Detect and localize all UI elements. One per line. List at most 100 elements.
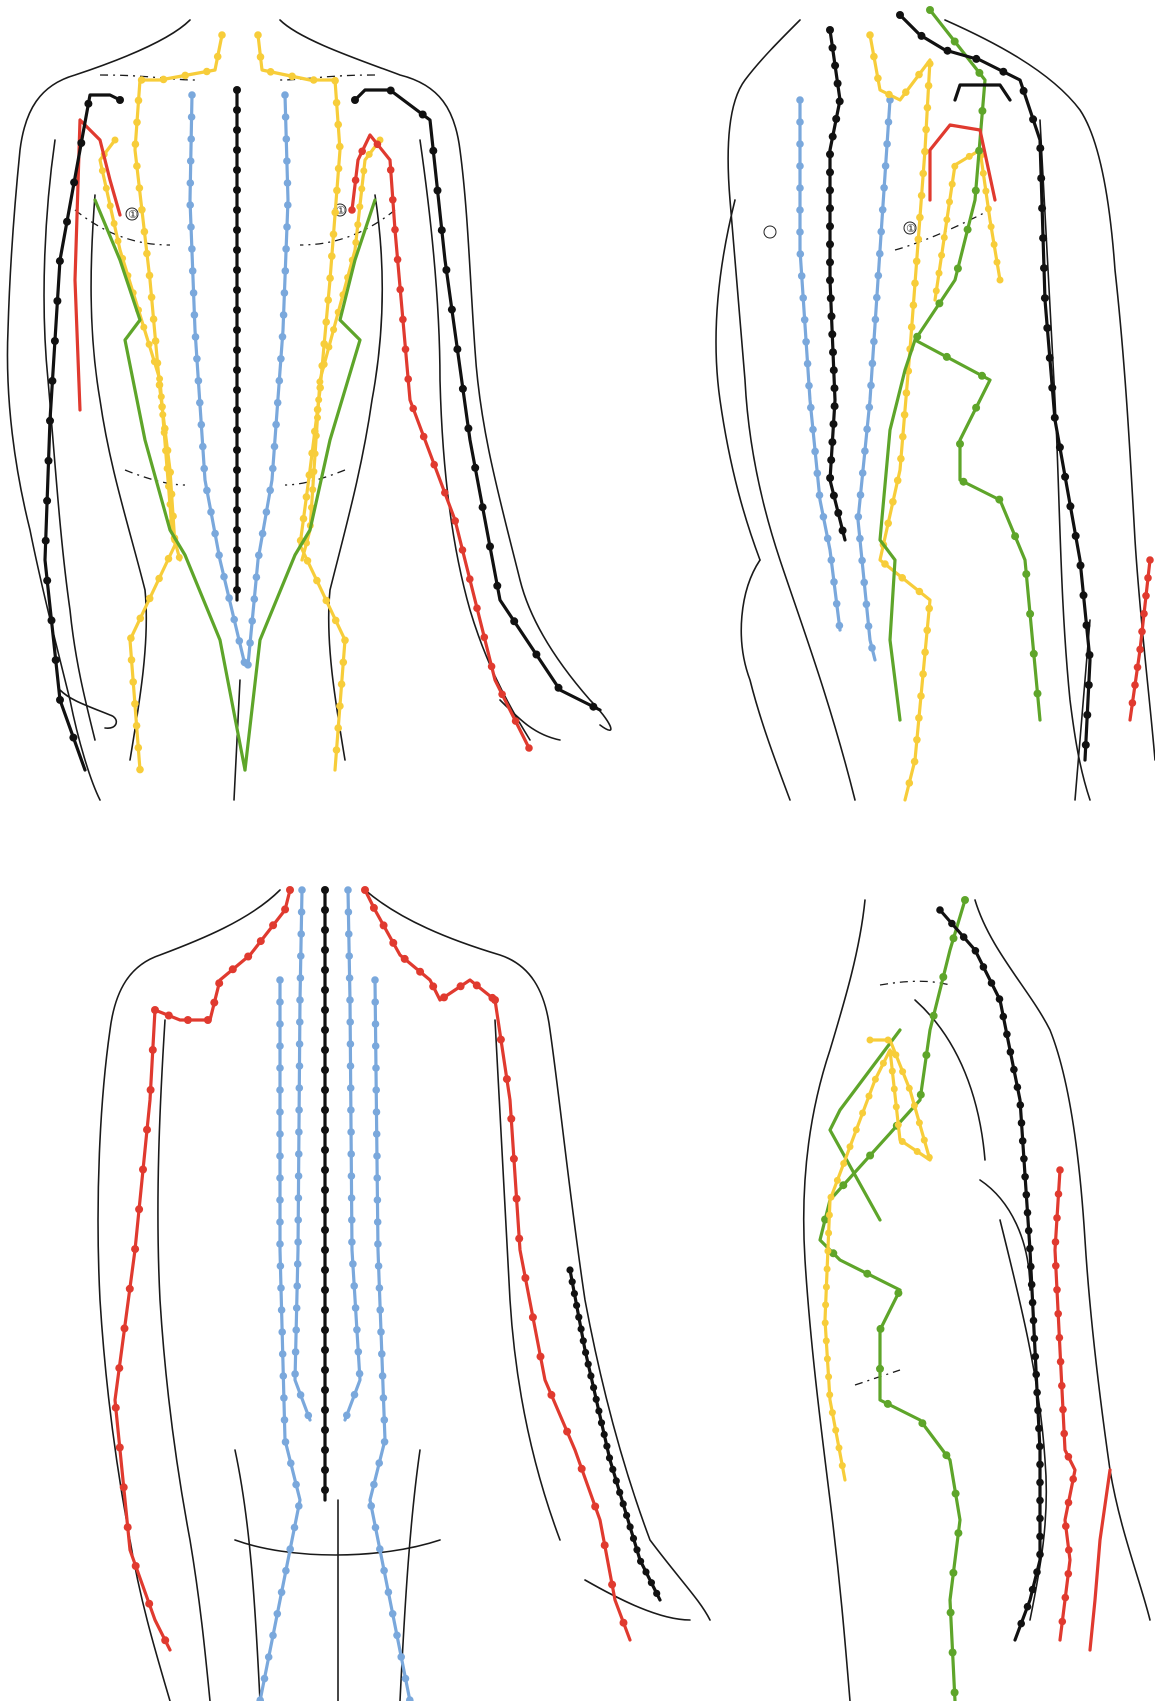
small-intestine-side-point	[1053, 1286, 1061, 1294]
stomach-meridian-right-point	[304, 557, 312, 565]
bladder-meridian-left-inner-point	[296, 1040, 304, 1048]
small-intestine-side-point	[1054, 1310, 1062, 1318]
lung-meridian-sf-point	[1046, 354, 1054, 362]
spleen-meridian-sf-point	[949, 181, 956, 188]
triple-burner-side-point	[1010, 1066, 1018, 1074]
bladder-meridian-right-inner-point	[347, 1062, 355, 1070]
spleen-meridian-right-point	[309, 486, 316, 493]
triple-burner-right-arm-point	[585, 1361, 592, 1368]
bladder-meridian-left-outer-point	[276, 1042, 284, 1050]
triple-burner-side-point	[996, 995, 1004, 1003]
kidney-meridian-left-point	[230, 616, 238, 624]
bladder-meridian-left-outer-point	[269, 1632, 277, 1640]
small-intestine-side-point	[1065, 1546, 1073, 1554]
heart-meridian-sf-arm-point	[1129, 699, 1137, 707]
small-intestine-left-arm-point	[131, 1245, 139, 1253]
lung-meridian-right-point	[387, 87, 395, 95]
gallbladder-side-point	[877, 1325, 885, 1333]
kidney-meridian-right-point	[276, 377, 284, 385]
stomach-meridian-right-point	[336, 702, 344, 710]
spleen-side-point	[880, 1060, 887, 1067]
bladder-meridian-right-outer-point	[372, 1042, 380, 1050]
stomach-meridian-left-point	[133, 162, 141, 170]
spleen-meridian-sf-point	[966, 153, 973, 160]
triple-burner-side-line	[940, 910, 1040, 1640]
small-intestine-side-point	[1059, 1406, 1067, 1414]
small-intestine-side-point	[1065, 1570, 1073, 1578]
triple-burner-right-arm-point	[613, 1477, 620, 1484]
spleen-meridian-left-point	[176, 554, 183, 561]
kidney-meridian-left-point	[186, 201, 194, 209]
governor-vessel-point	[321, 1406, 329, 1414]
governor-vessel-point	[321, 1086, 329, 1094]
bladder-meridian-left-outer-point	[292, 1481, 300, 1489]
kidney-meridian-left-point	[215, 551, 223, 559]
gallbladder-side-point	[950, 934, 958, 942]
stomach-meridian-sf-point	[906, 779, 914, 787]
stomach-meridian-left-point	[150, 315, 158, 323]
kidney-meridian-left-point	[195, 377, 203, 385]
conception-vessel-sf-point	[829, 44, 837, 52]
stomach-meridian-left-point	[127, 634, 135, 642]
conception-vessel-point	[233, 246, 241, 254]
governor-vessel-point	[321, 1006, 329, 1014]
bladder-meridian-left-outer-point	[282, 1438, 290, 1446]
stomach-meridian-right-point	[340, 659, 348, 667]
heart-meridian-right-point	[352, 176, 360, 184]
liver-meridian-sf-point	[1022, 570, 1030, 578]
triple-burner-right-arm-line	[570, 1270, 660, 1600]
governor-vessel-point	[321, 1466, 329, 1474]
heart-meridian-right-point	[348, 206, 356, 214]
triple-burner-side-point	[1024, 1209, 1032, 1217]
conception-vessel-sf-point	[826, 222, 834, 230]
heart-meridian-right-point	[525, 744, 533, 752]
small-intestine-left-point	[286, 886, 294, 894]
kidney-meridian-right-point	[284, 179, 292, 187]
lung-meridian-sf-point	[1082, 741, 1090, 749]
conception-vessel-sf-point	[836, 97, 844, 105]
small-intestine-left-point	[215, 979, 223, 987]
triple-burner-right-arm-point	[637, 1558, 644, 1565]
stomach-meridian-left-point	[152, 337, 160, 345]
kidney-meridian-sf1-point	[809, 426, 817, 434]
nipple-label: ①	[906, 222, 916, 235]
gallbladder-side-point	[930, 1012, 938, 1020]
bladder-meridian-left-inner-point	[294, 1216, 302, 1224]
bladder-meridian-right-inner-point	[345, 952, 353, 960]
bladder-meridian-right-outer-point	[376, 1306, 384, 1314]
conception-vessel-sf-point	[826, 258, 834, 266]
triple-burner-side-point	[1030, 1317, 1038, 1325]
kidney-meridian-right-point	[259, 530, 267, 538]
triple-burner-side-point	[980, 963, 988, 971]
lung-meridian-sf-point	[1037, 174, 1045, 182]
triple-burner-side-point	[1027, 1263, 1035, 1271]
meridians-side-front	[796, 6, 1154, 800]
triple-burner-side-point	[1003, 1031, 1011, 1039]
spleen-meridian-left-point	[151, 358, 158, 365]
triple-burner-right-arm-point	[571, 1290, 578, 1297]
governor-vessel-point	[321, 1446, 329, 1454]
conception-vessel-sf-point	[826, 168, 834, 176]
lung-meridian-sf-point	[1020, 87, 1028, 95]
stomach-meridian-left-point	[155, 575, 163, 583]
bladder-meridian-right-outer-point	[379, 1372, 387, 1380]
bladder-meridian-left-outer-point	[276, 1196, 284, 1204]
conception-vessel-sf-point	[830, 492, 838, 500]
triple-burner-right-arm-point	[633, 1546, 640, 1553]
kidney-meridian-right-point	[274, 399, 282, 407]
lung-meridian-sf-point	[918, 32, 926, 40]
stomach-meridian-sf-point	[911, 279, 919, 287]
stomach-meridian-right-point	[331, 209, 339, 217]
liver-meridian-sf-point	[954, 265, 962, 273]
kidney-meridian-sf2-point	[872, 316, 880, 324]
spleen-meridian-sf-point	[997, 277, 1004, 284]
spleen-side-point	[824, 1266, 831, 1273]
kidney-meridian-right-point	[255, 552, 263, 560]
lung-meridian-left-point	[77, 139, 85, 147]
kidney-meridian-left-point	[187, 135, 195, 143]
spleen-meridian-right-point	[354, 221, 361, 228]
stomach-meridian-right-point	[334, 724, 342, 732]
spleen-side-point	[921, 1137, 928, 1144]
stomach-meridian-sf-point	[911, 758, 919, 766]
